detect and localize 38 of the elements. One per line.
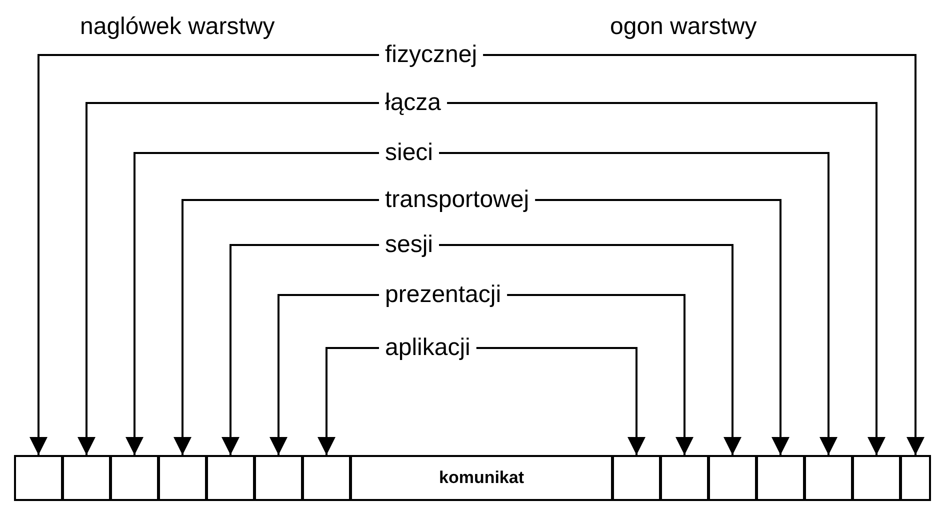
frame-field (110, 455, 159, 501)
arrow (447, 102, 886, 455)
frame-field (756, 455, 805, 501)
layer-label: łącza (379, 86, 448, 120)
layer-label: transportowej (379, 183, 536, 217)
arrow (535, 199, 790, 455)
frame-field (900, 455, 931, 501)
message-field: komunikat (350, 455, 613, 501)
arrow (222, 244, 379, 455)
arrow (174, 199, 379, 455)
frame-field (62, 455, 111, 501)
frame-field (254, 455, 303, 501)
arrow (483, 54, 924, 455)
arrow (78, 102, 379, 455)
frame-field (302, 455, 351, 501)
arrow (126, 152, 379, 455)
frame-field (206, 455, 255, 501)
arrow (439, 244, 742, 455)
arrow (476, 347, 646, 455)
layer-label: prezentacji (379, 278, 508, 312)
heading-label: ogon warstwy (610, 12, 757, 42)
heading-label: naglówek warstwy (80, 12, 275, 42)
layer-label: fizycznej (379, 38, 484, 72)
frame-field (660, 455, 709, 501)
arrow (30, 54, 379, 455)
arrow (507, 294, 694, 455)
arrow (318, 347, 379, 455)
arrow (439, 152, 838, 455)
layer-label: sieci (379, 136, 440, 170)
frame-field (708, 455, 757, 501)
frame-field (804, 455, 853, 501)
arrow (270, 294, 379, 455)
frame-field (852, 455, 901, 501)
frame-field (14, 455, 63, 501)
layer-label: sesji (379, 228, 440, 262)
layer-label: aplikacji (379, 331, 476, 365)
frame-field (158, 455, 207, 501)
frame-field (612, 455, 661, 501)
